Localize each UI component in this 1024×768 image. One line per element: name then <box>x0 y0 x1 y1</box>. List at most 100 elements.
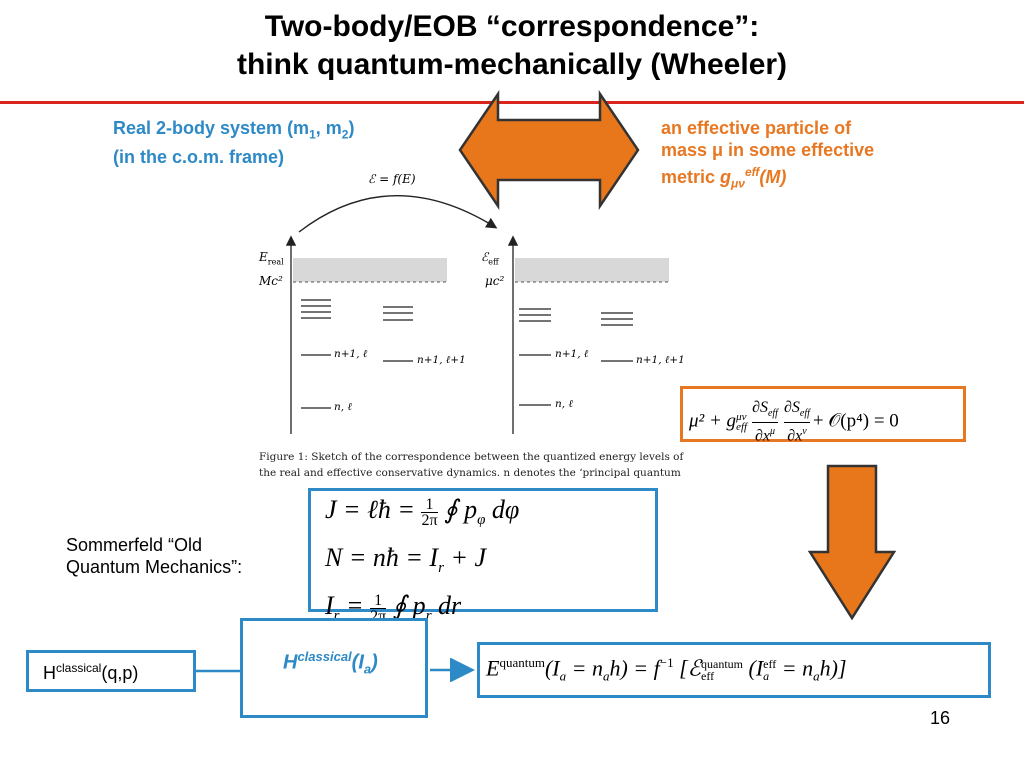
level-label-left-n1b: n+1, ℓ+1 <box>417 354 466 366</box>
q-part1-sub: a <box>559 668 567 684</box>
correspondence-double-arrow <box>458 90 640 210</box>
sommerfeld-label: Sommerfeld “Old Quantum Mechanics”: <box>66 534 242 578</box>
eq3-rhs: ∮ p <box>392 591 426 621</box>
action-h-superscript: classical <box>297 649 352 664</box>
action-hamiltonian-text: Hclassical(Ia) <box>283 649 378 677</box>
hj-dx1: ∂x <box>754 427 770 445</box>
q-part3: (I <box>743 655 764 681</box>
hj-ds1-sub: eff <box>767 408 778 420</box>
real-system-label: Real 2-body system (m1, m2) (in the c.o.… <box>113 117 354 168</box>
level-label-right-n1: n+1, ℓ <box>555 348 589 360</box>
real-system-text: Real 2-body system (m <box>113 118 310 138</box>
slide-title: Two-body/EOB “correspondence”: think qua… <box>0 8 1024 84</box>
hj-dx2: ∂x <box>787 427 803 445</box>
title-divider <box>0 101 1024 104</box>
effective-line-1: an effective particle of <box>661 118 852 138</box>
hj-mu-term: μ² + g <box>689 410 737 432</box>
action-hamiltonian-box: Hclassical(Ia) <box>240 618 428 718</box>
down-arrow <box>807 464 897 621</box>
effective-particle-label: an effective particle of mass μ in some … <box>661 117 874 195</box>
principal-action-equation: N = nħ = Ir + J <box>325 539 519 587</box>
hj-ds2-sub: eff <box>799 408 810 420</box>
classical-hamiltonian-text: Hclassical(q,p) <box>43 661 138 684</box>
q-I-sub: a <box>763 669 770 684</box>
eq3-rhs-sub: r <box>425 608 432 625</box>
right-continuum-band <box>515 258 669 282</box>
hj-ds2: ∂S <box>783 399 800 416</box>
eq3-frac-num: 1 <box>370 592 387 609</box>
classical-hamiltonian-box: Hclassical(q,p) <box>26 650 196 692</box>
eq1-frac-den: 2π <box>421 511 438 529</box>
hj-dx1-sup: μ <box>770 426 776 438</box>
action-h-subscript: a <box>363 661 372 677</box>
m2-subscript: 2 <box>341 127 349 142</box>
hj-ds1: ∂S <box>752 399 768 416</box>
eq2-sub: r <box>438 560 444 577</box>
energy-level-figure <box>285 195 669 434</box>
effective-line-3: metric <box>661 167 721 187</box>
q-inverse: −1 <box>659 655 674 670</box>
q-E2-sub: eff <box>701 669 715 684</box>
e-eff-symbol: ℰ <box>481 250 489 264</box>
q-part5: h)] <box>819 655 847 681</box>
figure-caption: Figure 1: Sketch of the correspondence b… <box>259 449 689 481</box>
eq1-lhs: J = ℓħ = <box>325 495 415 524</box>
left-energy-levels <box>301 299 413 409</box>
q-part1c: h) = f <box>609 655 660 681</box>
hamiltonian-superscript: classical <box>56 661 102 675</box>
q-part1: (I <box>544 655 560 681</box>
q-part2: [ℰ <box>673 655 701 681</box>
hj-dx2-sup: ν <box>802 426 807 438</box>
left-axis-top-label: Ereal <box>259 250 284 266</box>
real-system-comma: , m <box>315 118 342 138</box>
level-label-left-n1: n+1, ℓ <box>334 348 368 360</box>
q-E: E <box>486 655 500 681</box>
arrow-to-action-hamiltonian <box>196 669 242 673</box>
hamiltonian-h: H <box>43 663 56 683</box>
sommerfeld-line-1: Sommerfeld “Old <box>66 535 203 555</box>
eq3-lhs-sub: r <box>333 608 340 625</box>
e-real-symbol: E <box>259 250 268 264</box>
com-frame-text: (in the c.o.m. frame) <box>113 146 285 167</box>
title-line-1: Two-body/EOB “correspondence”: <box>264 10 760 43</box>
metric-argument: (M) <box>759 167 787 187</box>
metric-symbol: g <box>720 167 732 187</box>
left-rest-mass-label: Mc² <box>259 274 283 288</box>
q-part1-sub2: a <box>602 668 610 684</box>
eq1-rhs-sub: φ <box>477 512 486 529</box>
action-h: H <box>283 651 298 674</box>
map-arrow <box>298 195 498 233</box>
title-line-2: think quantum-mechanically (Wheeler) <box>236 48 788 81</box>
e-real-subscript: real <box>267 257 284 267</box>
map-label: ℰ = f(E) <box>368 172 416 186</box>
hj-g-superscript: μν <box>736 411 747 424</box>
q-part1b: = n <box>566 655 603 681</box>
eq2-main: N = nħ = I <box>325 543 439 573</box>
eq3-equals: = <box>339 591 371 621</box>
effective-line-2: mass μ in some effective <box>661 140 875 160</box>
right-energy-levels <box>519 308 633 406</box>
eq2-end: + J <box>443 543 487 573</box>
real-system-close: ) <box>348 118 355 138</box>
sommerfeld-line-2: Quantum Mechanics”: <box>66 557 243 577</box>
caption-line-2: the real and effective conservative dyna… <box>259 467 681 479</box>
page-number: 16 <box>930 708 951 728</box>
right-rest-mass-label: μc² <box>485 274 505 288</box>
level-label-right-n1b: n+1, ℓ+1 <box>636 354 685 366</box>
hj-g-subscript: eff <box>736 421 748 434</box>
action-h-open: (I <box>351 651 364 674</box>
eq1-end: dφ <box>491 495 520 524</box>
metric-superscript: eff <box>744 165 760 179</box>
level-label-right-n: n, ℓ <box>555 398 573 410</box>
arrow-to-quantization <box>430 658 475 682</box>
q-E2-sup: quantum <box>701 657 743 672</box>
q-part4: = n <box>776 655 814 681</box>
left-continuum-band <box>293 258 447 282</box>
